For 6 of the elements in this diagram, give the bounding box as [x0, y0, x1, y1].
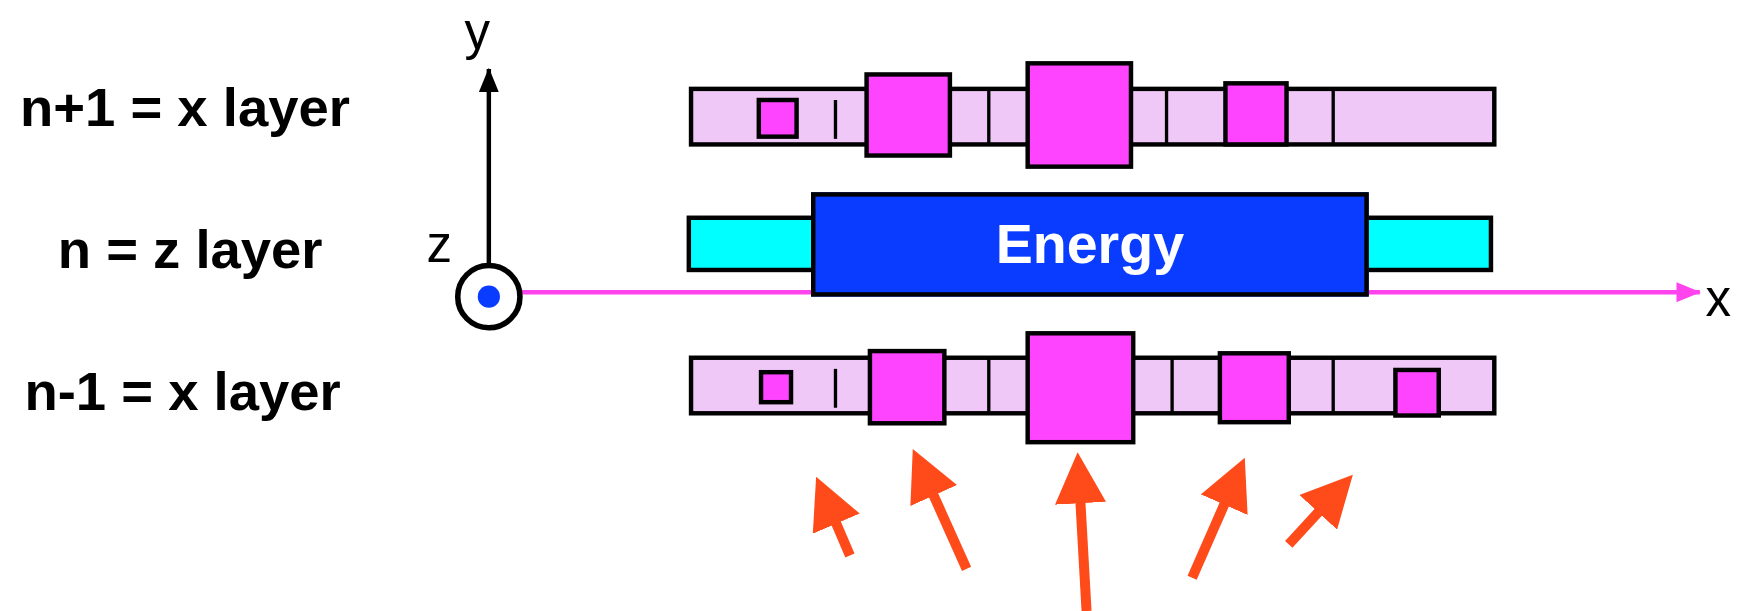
axis-label: x [1705, 272, 1731, 324]
energy-block: Energy [811, 192, 1369, 297]
layer-label: n = z layer [57, 222, 323, 277]
layer-label: n+1 = x layer [20, 80, 350, 135]
layer-label: n-1 = x layer [24, 364, 341, 419]
axis-label: z [426, 218, 453, 270]
